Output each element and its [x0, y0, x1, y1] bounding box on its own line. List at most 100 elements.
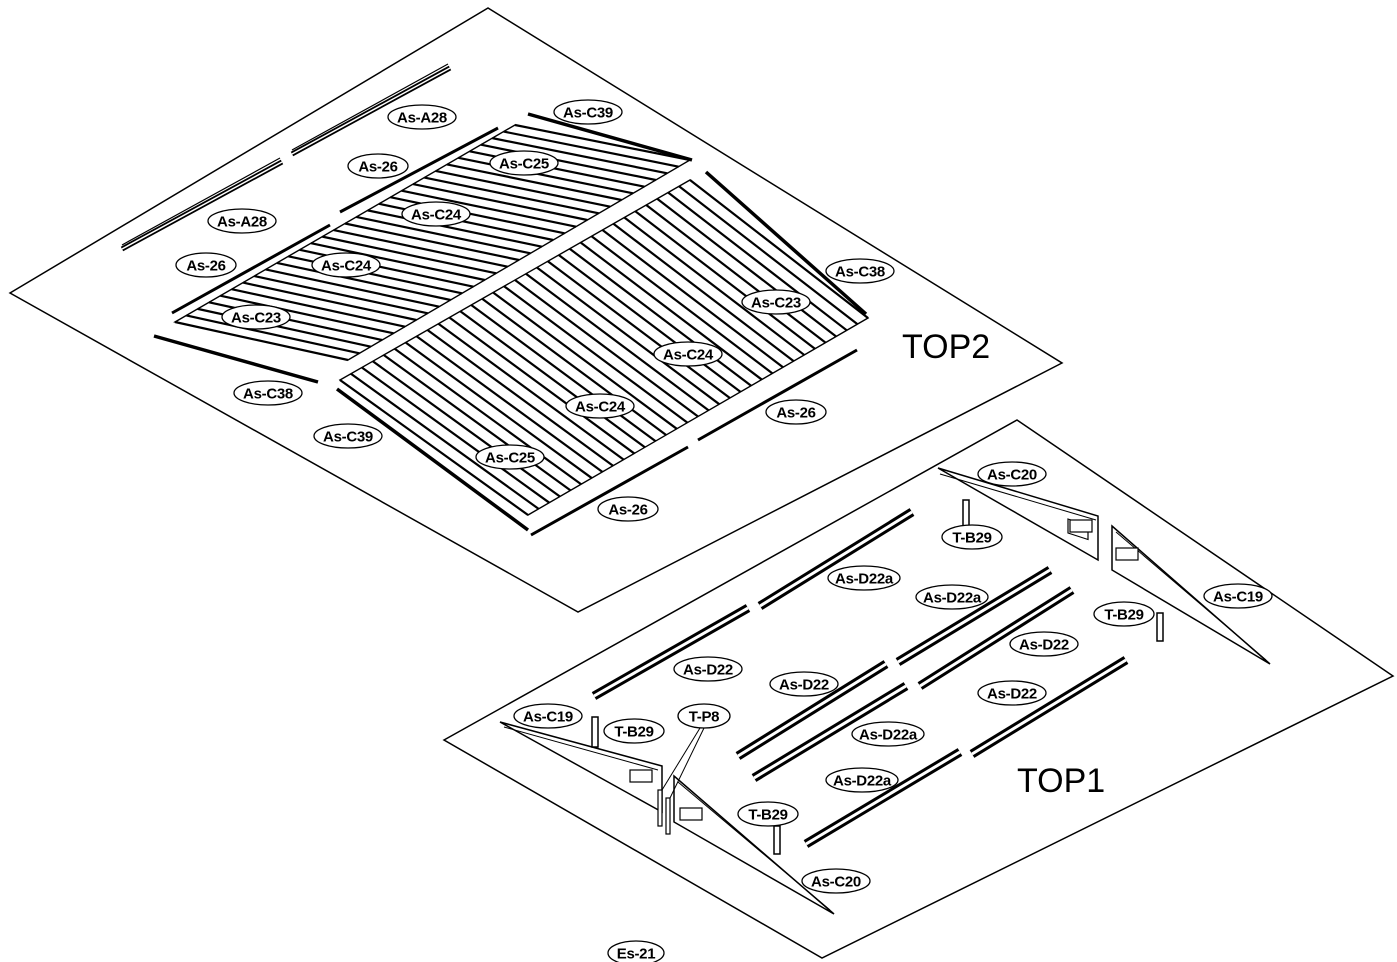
- label-ellipse: [827, 565, 901, 591]
- label-ellipse: [851, 721, 925, 747]
- label-text: As-C24: [321, 258, 372, 275]
- label-text: Es-21: [617, 946, 656, 962]
- label-ellipse: [313, 423, 383, 449]
- label-t-b29-left: T-B29: [603, 718, 665, 744]
- label-text: As-26: [608, 502, 647, 519]
- label-as-d22-b: As-D22: [673, 656, 743, 682]
- roof-rib: [372, 360, 561, 498]
- label-ellipse: [825, 258, 895, 284]
- as-26-bar-upper: [171, 223, 331, 315]
- label-ellipse: [741, 289, 811, 315]
- label-ellipse: [977, 461, 1047, 487]
- roof-rib: [401, 189, 577, 228]
- roof-rib: [435, 169, 611, 208]
- label-text: As-C39: [563, 105, 613, 122]
- label-ellipse: [653, 341, 723, 367]
- label-ellipse: [387, 104, 457, 130]
- label-text: As-C20: [987, 467, 1037, 484]
- gable-window-2: [1115, 547, 1139, 561]
- label-t-b29-bottom: T-B29: [737, 801, 799, 827]
- top2-title: TOP2: [902, 328, 990, 366]
- roof-rib: [547, 260, 731, 399]
- roof-rib: [242, 281, 417, 322]
- roof-rib: [339, 379, 529, 516]
- as-c39-bar-upper: [527, 112, 693, 162]
- label-text: As-26: [186, 258, 225, 275]
- label-text: As-C19: [523, 709, 573, 726]
- roof-rib: [590, 235, 774, 375]
- as-c39-bar-lower: [335, 387, 530, 532]
- label-as-c20-top: As-C20: [977, 461, 1047, 487]
- t-b29-post-right: [1156, 612, 1164, 642]
- label-text: As-26: [776, 405, 815, 422]
- roof-rib: [480, 143, 657, 182]
- as-a28-rail-lower: [120, 157, 284, 252]
- purlin-inner: [919, 588, 1073, 688]
- purlin-inner: [753, 684, 907, 780]
- label-text: As-D22: [1019, 637, 1069, 654]
- roof-rib: [459, 310, 646, 449]
- roof-rib: [333, 228, 508, 268]
- label-as-d22a-b: As-D22a: [915, 584, 989, 610]
- roof-rib: [220, 294, 394, 335]
- label-ellipse: [825, 767, 899, 793]
- roof-rib: [492, 291, 678, 430]
- as-c20-gable-bottom: [673, 774, 835, 915]
- label-as-c24-lower-a: As-C24: [653, 341, 723, 367]
- roof-rib: [503, 130, 679, 168]
- purlin-inner: [897, 568, 1051, 664]
- top1-title: TOP1: [1017, 762, 1105, 800]
- roof-rib: [678, 185, 859, 326]
- label-as-a28-upper: As-A28: [387, 104, 457, 130]
- roof-rib: [254, 274, 429, 315]
- label-as-c23-left: As-C23: [221, 304, 291, 330]
- roof-rib: [492, 137, 668, 175]
- as-26-bar-right: [697, 348, 858, 442]
- label-ellipse: [175, 252, 237, 278]
- roof-rib: [174, 320, 349, 362]
- roof-rib: [265, 268, 440, 308]
- label-t-p8: T-P8: [677, 703, 731, 729]
- label-as-c20-bottom: As-C20: [801, 868, 871, 894]
- label-t-b29-right: T-B29: [1093, 601, 1155, 627]
- label-as-c25-upper: As-C25: [489, 150, 559, 176]
- label-ellipse: [673, 656, 743, 682]
- gable-window-4: [679, 807, 703, 821]
- roof-rib: [310, 242, 486, 282]
- t-p8-leader-line: [669, 727, 705, 799]
- label-text: As-C19: [1213, 589, 1263, 606]
- label-ellipse: [737, 801, 799, 827]
- label-text: As-C24: [575, 399, 626, 416]
- label-as-d22-a: As-D22: [1009, 631, 1079, 657]
- label-text: As-C39: [323, 429, 373, 446]
- label-ellipse: [475, 444, 545, 470]
- label-ellipse: [941, 524, 1003, 550]
- label-as-c39-upper: As-C39: [553, 99, 623, 125]
- as-26-bar-mid: [339, 126, 499, 214]
- label-ellipse: [489, 150, 559, 176]
- roof-rib: [412, 183, 588, 222]
- label-as-d22-d: As-D22: [977, 680, 1047, 706]
- roof-rib: [645, 204, 827, 344]
- roof-rib: [424, 176, 600, 215]
- gable-window-3: [629, 769, 653, 783]
- label-t-b29-top: T-B29: [941, 524, 1003, 550]
- label-ellipse: [233, 380, 303, 406]
- label-ellipse: [1203, 583, 1273, 609]
- label-text: T-B29: [1104, 607, 1143, 624]
- label-text: As-C23: [231, 310, 281, 327]
- as-26-bar-bottom: [530, 445, 689, 537]
- label-as-26-bottom: As-26: [597, 496, 659, 522]
- label-ellipse: [1009, 631, 1079, 657]
- label-ellipse: [347, 153, 409, 179]
- purlin-inner: [805, 750, 961, 846]
- roof-rib: [350, 372, 540, 510]
- roof-rib: [558, 254, 742, 393]
- roof-rib: [470, 304, 657, 443]
- label-text: As-D22a: [859, 727, 918, 744]
- as-a28-rail-upper: [290, 63, 452, 157]
- label-ellipse: [207, 208, 277, 234]
- roof-rib: [514, 279, 699, 418]
- label-as-c19-left: As-C19: [513, 703, 583, 729]
- label-ellipse: [769, 671, 839, 697]
